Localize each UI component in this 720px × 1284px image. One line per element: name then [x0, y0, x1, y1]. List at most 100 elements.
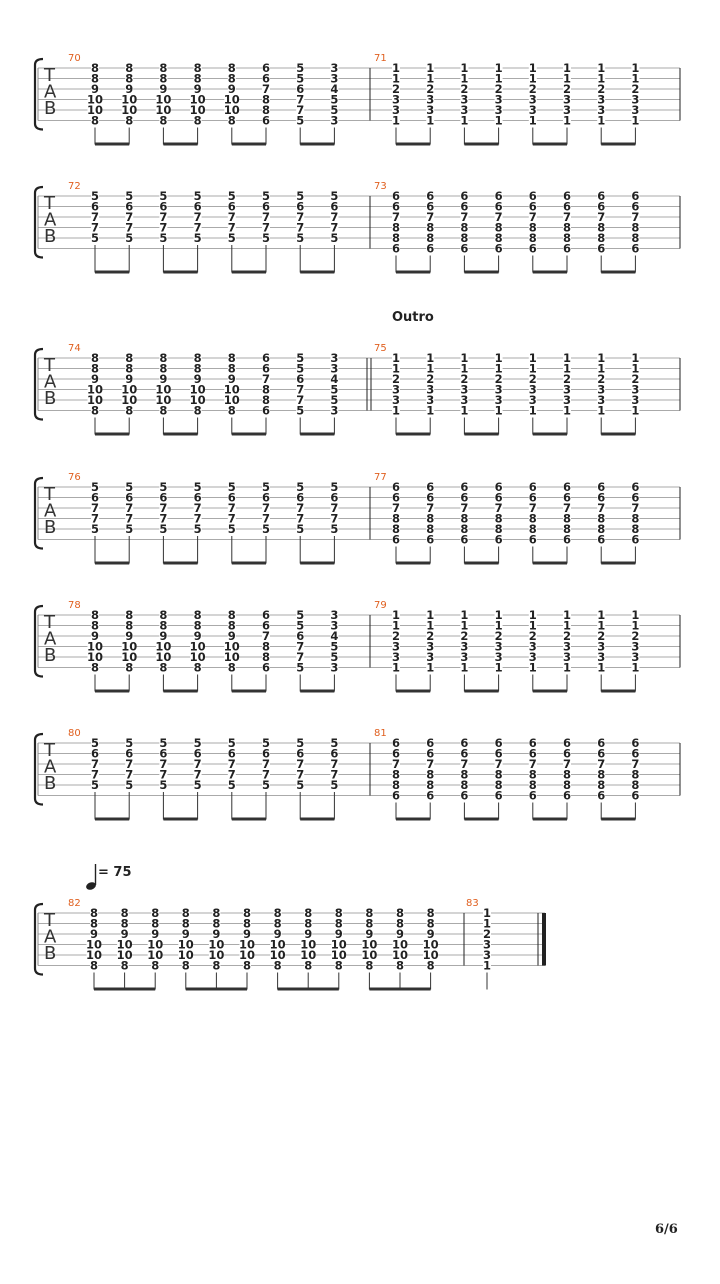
fret-number: 2 — [529, 372, 537, 386]
fret-mask — [597, 94, 606, 105]
fret-mask — [631, 405, 640, 416]
fret-number: 7 — [194, 501, 202, 515]
fret-mask — [426, 652, 435, 662]
fret-mask — [597, 233, 606, 243]
fret-mask — [392, 353, 400, 363]
fret-number: 2 — [392, 372, 400, 386]
fret-number: 10 — [155, 103, 171, 117]
fret-number: 2 — [426, 629, 434, 643]
fret-number: 5 — [194, 189, 202, 203]
fret-mask — [528, 243, 537, 254]
fret-number: 2 — [631, 372, 639, 386]
fret-mask — [159, 212, 168, 222]
fret-number: 8 — [597, 522, 605, 536]
fret-mask — [262, 201, 270, 212]
fret-mask — [392, 201, 400, 212]
tab-clef-letter: B — [44, 517, 56, 538]
fret-number: 8 — [194, 114, 202, 128]
fret-mask — [563, 641, 571, 652]
fret-mask — [87, 105, 103, 115]
fret-mask — [125, 513, 134, 524]
fret-mask — [159, 353, 168, 363]
fret-number: 3 — [495, 650, 503, 664]
fret-mask — [193, 353, 202, 363]
fret-mask — [330, 759, 339, 769]
fret-number: 1 — [392, 404, 400, 418]
fret-mask — [147, 939, 163, 950]
fret-mask — [330, 662, 339, 673]
fret-number: 7 — [426, 210, 434, 224]
fret-number: 8 — [597, 512, 605, 526]
fret-number: 8 — [274, 959, 282, 973]
fret-mask — [330, 233, 339, 243]
fret-number: 7 — [330, 501, 338, 515]
fret-number: 7 — [159, 768, 167, 782]
fret-mask — [494, 769, 503, 780]
fret-mask — [227, 610, 236, 620]
fret-mask — [262, 105, 270, 115]
fret-number: 9 — [91, 372, 99, 386]
fret-number: 1 — [495, 114, 503, 128]
fret-mask — [494, 115, 503, 126]
fret-mask — [631, 212, 640, 222]
fret-mask — [460, 115, 469, 126]
fret-number: 6 — [125, 747, 133, 761]
fret-mask — [494, 492, 503, 503]
fret-number: 8 — [563, 231, 571, 245]
fret-mask — [426, 191, 435, 201]
fret-mask — [227, 222, 236, 233]
fret-mask — [460, 94, 469, 105]
fret-mask — [392, 191, 400, 201]
note-beam — [396, 432, 431, 436]
fret-mask — [597, 620, 606, 631]
fret-mask — [296, 94, 305, 105]
fret-mask — [563, 94, 571, 105]
fret-mask — [296, 374, 305, 384]
fret-number: 7 — [296, 757, 304, 771]
fret-number: 5 — [159, 231, 167, 245]
note-beam — [464, 270, 499, 274]
fret-mask — [494, 662, 503, 673]
fret-mask — [125, 662, 134, 673]
fret-mask — [91, 201, 99, 212]
fret-mask — [330, 384, 339, 395]
fret-number: 7 — [631, 501, 639, 515]
measure-number: 81 — [374, 728, 387, 739]
fret-number: 6 — [159, 747, 167, 761]
tab-clef-letter: B — [44, 98, 56, 119]
fret-mask — [460, 374, 469, 384]
fret-mask — [528, 115, 537, 126]
fret-number: 6 — [460, 189, 468, 203]
fret-number: 7 — [392, 501, 400, 515]
fret-number: 1 — [495, 362, 503, 376]
fret-mask — [494, 353, 503, 363]
note-beam — [300, 689, 335, 693]
fret-number: 6 — [262, 200, 270, 214]
fret-mask — [227, 482, 236, 492]
fret-number: 10 — [190, 103, 206, 117]
fret-mask — [296, 84, 305, 94]
fret-number: 5 — [159, 522, 167, 536]
fret-number: 2 — [529, 629, 537, 643]
fret-number: 6 — [631, 200, 639, 214]
fret-mask — [563, 503, 571, 513]
fret-number: 6 — [392, 491, 400, 505]
fret-number: 6 — [495, 747, 503, 761]
fret-number: 8 — [194, 362, 202, 376]
fret-number: 7 — [296, 93, 304, 107]
fret-number: 5 — [296, 522, 304, 536]
fret-number: 5 — [296, 351, 304, 365]
fret-number: 8 — [90, 917, 98, 931]
fret-mask — [563, 524, 571, 534]
fret-mask — [262, 353, 270, 363]
fret-mask — [494, 201, 503, 212]
fret-number: 5 — [194, 736, 202, 750]
fret-number: 5 — [228, 231, 236, 245]
fret-mask — [563, 662, 571, 673]
fret-mask — [528, 405, 537, 416]
fret-number: 7 — [228, 501, 236, 515]
fret-number: 8 — [392, 221, 400, 235]
fret-number: 1 — [631, 351, 639, 365]
fret-mask — [331, 950, 347, 960]
fret-mask — [227, 233, 236, 243]
